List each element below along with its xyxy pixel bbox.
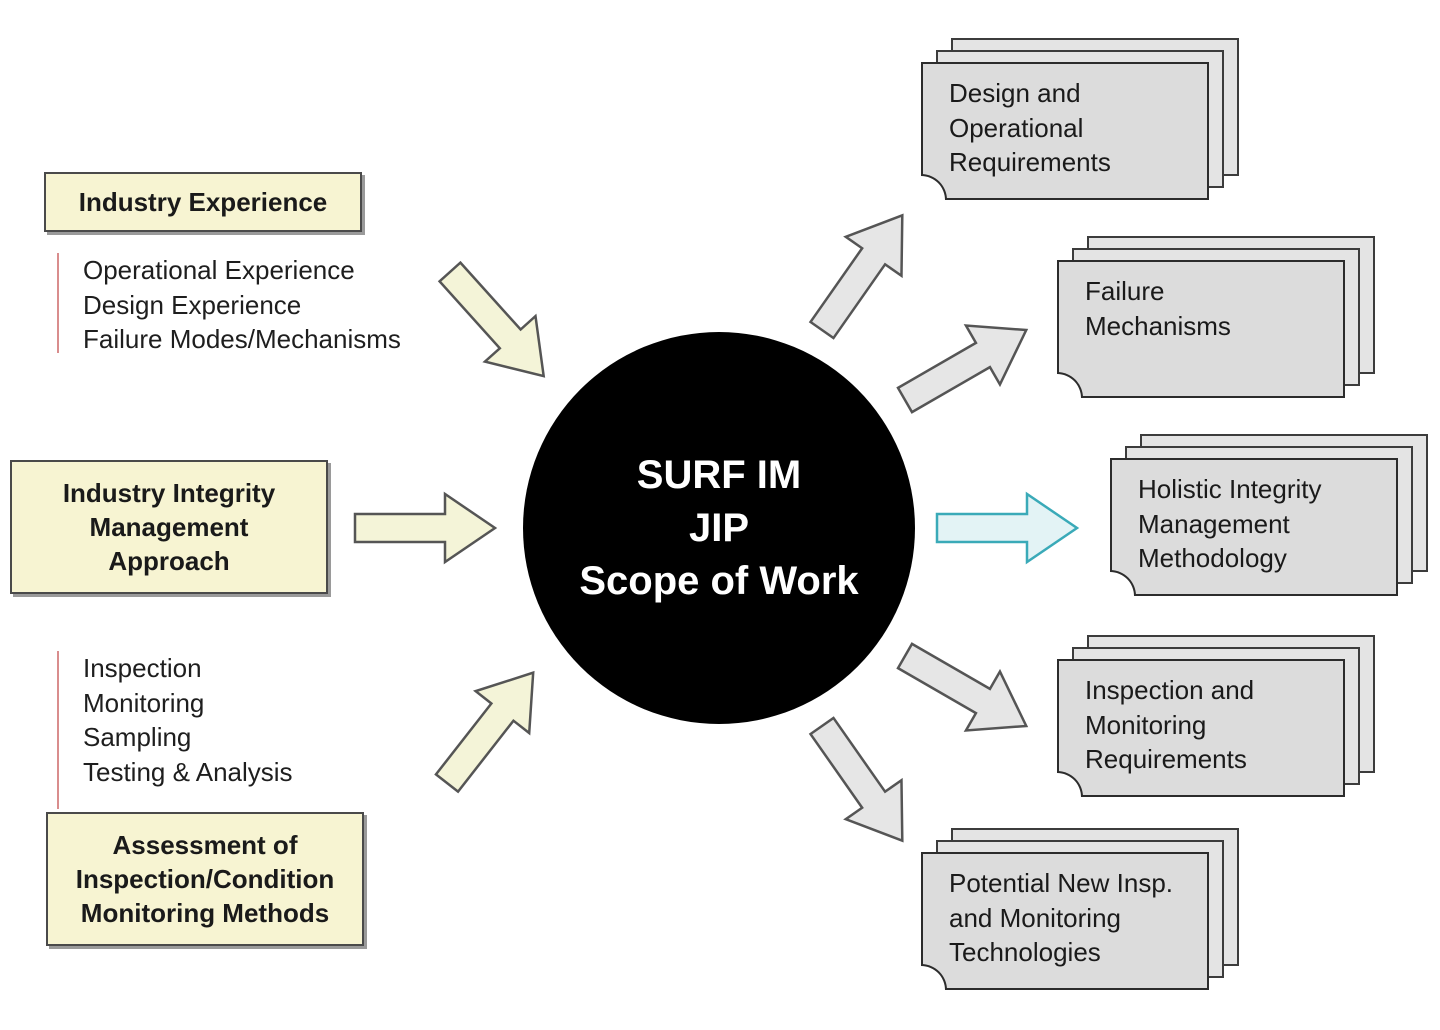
center-title-line: Scope of Work [579,558,859,603]
output-label-line: Mechanisms [1085,310,1231,341]
list-item: Sampling [83,722,192,752]
center-title-line: SURF IM [636,452,802,497]
output-holistic-integrity-management: Holistic Integrity Management Methodolog… [1110,434,1428,596]
output-arrow-4 [886,625,1045,757]
input-title-line: Assessment of [112,830,298,860]
input-arrow-3 [418,650,562,806]
input-title-line: Monitoring Methods [80,898,330,928]
list-item: Inspection [83,653,202,683]
output-label-line: Requirements [1085,744,1247,774]
input-box-assessment-methods: Assessment of Inspection/Condition Monit… [46,812,364,946]
output-label-line: Inspection and [1085,675,1255,705]
output-label-line: Technologies [949,937,1101,967]
list-item: Operational Experience [83,255,355,285]
output-arrow-1 [792,194,932,351]
output-new-inspection-technologies: Potential New Insp. and Monitoring Techn… [921,828,1239,990]
input-title-line: Approach [108,546,230,576]
output-failure-mechanisms: Failure Mechanisms [1057,236,1375,398]
input-title-line: Management [89,512,249,542]
output-label-line: Potential New Insp. [949,868,1174,898]
list-item: Testing & Analysis [83,756,293,787]
assessment-methods-list: Inspection Monitoring Sampling Testing &… [57,651,293,809]
output-arrow-5 [792,705,932,862]
input-arrow-2 [353,492,497,564]
input-title-line: Industry Integrity [62,478,276,508]
output-label-line: Operational [949,112,1084,143]
output-label-line: Monitoring [1085,709,1207,740]
output-label-line: Methodology [1138,543,1287,573]
output-label-line: Management [1138,508,1290,539]
scope-of-work-circle: SURF IM JIP Scope of Work [523,332,915,724]
list-item: Design Experience [83,289,302,320]
input-box-integrity-management-approach: Industry Integrity Management Approach [10,460,328,594]
output-label-line: Failure [1085,276,1165,306]
output-arrow-2 [886,299,1045,431]
list-item: Failure Modes/Mechanisms [83,324,401,354]
input-box-industry-experience: Industry Experience [44,172,362,232]
input-title-line: Industry Experience [78,187,328,217]
output-inspection-monitoring-requirements: Inspection and Monitoring Requirements [1057,635,1375,797]
output-label-line: Design and [949,78,1081,108]
center-title-line: JIP [688,505,750,550]
output-label-line: Requirements [949,147,1111,177]
output-design-operational-requirements: Design and Operational Requirements [921,38,1239,200]
input-title-line: Inspection/Condition [75,864,335,894]
list-item: Monitoring [83,687,205,718]
industry-experience-list: Operational Experience Design Experience… [57,253,401,354]
output-label-line: Holistic Integrity [1138,474,1322,504]
output-label-line: and Monitoring [949,902,1121,933]
input-arrow-1 [423,247,571,401]
output-arrow-3-highlight [935,492,1079,564]
